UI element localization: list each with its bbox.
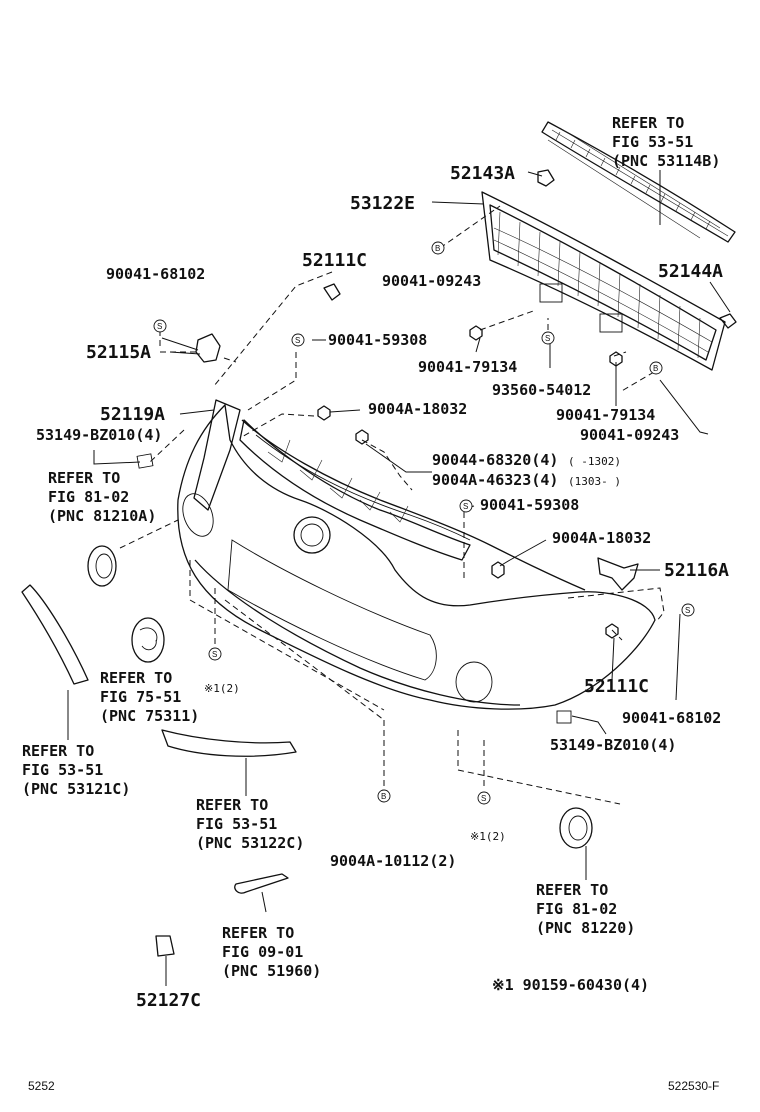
note-1-2-a: ※1(2) (204, 682, 240, 695)
label-9004a-46323: 9004A-46323(4) (432, 471, 558, 489)
label-90041-59308-b: 90041-59308 (480, 496, 579, 514)
label-90044-68320: 90044-68320(4) (432, 451, 558, 469)
label-53122e: 53122E (350, 193, 415, 214)
label-90041-79134-a: 90041-79134 (418, 358, 517, 376)
fog-lamp-right (559, 807, 593, 849)
bracket-52116a (597, 557, 639, 591)
label-52143a: 52143A (450, 163, 515, 184)
label-53149-bz010-a: 53149-BZ010(4) (36, 426, 162, 444)
svg-text:S: S (481, 794, 486, 803)
label-52115a: 52115A (86, 342, 151, 363)
refer-fog-right-1: REFER TO (536, 881, 608, 899)
label-90041-09243-b: 90041-09243 (580, 426, 679, 444)
bracket-52119a (193, 399, 241, 511)
note-1-2-b: ※1(2) (470, 830, 506, 843)
label-90041-79134-b: 90041-79134 (556, 406, 655, 424)
label-9004a-18032-a: 9004A-18032 (368, 400, 467, 418)
label-52116a: 52116A (664, 560, 729, 581)
bracket-52115a (195, 333, 221, 363)
lower-grille (481, 191, 737, 371)
svg-text:S: S (212, 650, 217, 659)
svg-text:S: S (463, 502, 468, 511)
refer-emblem-3: (PNC 75311) (100, 707, 199, 725)
callout-s-93560: S (541, 331, 555, 345)
strip-center (161, 729, 297, 757)
label-52127c: 52127C (136, 990, 201, 1011)
upper-insert (239, 419, 471, 561)
label-52111c-a: 52111C (302, 250, 367, 271)
svg-text:S: S (157, 322, 162, 331)
emblem (131, 617, 165, 663)
refer-strip-mid-1: REFER TO (196, 796, 268, 814)
tow-hook (234, 873, 289, 894)
svg-text:S: S (545, 334, 550, 343)
refer-strip-left-3: (PNC 53121C) (22, 780, 130, 798)
refer-strip-left-1: REFER TO (22, 742, 94, 760)
callout-b-90041-09243-a: B (431, 241, 445, 255)
label-90041-09243-a: 90041-09243 (382, 272, 481, 290)
callout-s-90041-68102-a: S (153, 319, 167, 333)
refer-emblem-2: FIG 75-51 (100, 688, 181, 706)
svg-text:S: S (295, 336, 300, 345)
refer-strip-mid-2: FIG 53-51 (196, 815, 277, 833)
upper-grille (541, 121, 736, 243)
refer-fog-left-2: FIG 81-02 (48, 488, 129, 506)
label-90041-59308-a: 90041-59308 (328, 331, 427, 349)
fog-lamp-left (87, 545, 117, 587)
svg-text:S: S (685, 606, 690, 615)
callout-b-9004a-10112: B (377, 789, 391, 803)
callout-s-90041-68102-b: S (681, 603, 695, 617)
label-52144a: 52144A (658, 261, 723, 282)
refer-strip-left-2: FIG 53-51 (22, 761, 103, 779)
label-90041-68102-a: 90041-68102 (106, 265, 205, 283)
svg-text:B: B (381, 792, 386, 801)
refer-strip-mid-3: (PNC 53122C) (196, 834, 304, 852)
refer-fog-right-3: (PNC 81220) (536, 919, 635, 937)
label-52111c-b: 52111C (584, 676, 649, 697)
callout-s-note-a: S (208, 647, 222, 661)
label-53149-bz010-b: 53149-BZ010(4) (550, 736, 676, 754)
svg-text:B: B (435, 244, 440, 253)
callout-s-90041-59308-a: S (291, 333, 305, 347)
refer-towhook-2: FIG 09-01 (222, 943, 303, 961)
footer-right: 522530-F (668, 1079, 719, 1093)
refer-towhook-3: (PNC 51960) (222, 962, 321, 980)
refer-towhook-1: REFER TO (222, 924, 294, 942)
label-9004a-18032-b: 9004A-18032 (552, 529, 651, 547)
refer-grille-top-2: FIG 53-51 (612, 133, 693, 151)
strip-left (21, 584, 89, 685)
svg-text:B: B (653, 364, 658, 373)
refer-grille-top-3: (PNC 53114B) (612, 152, 720, 170)
refer-grille-top-1: REFER TO (612, 114, 684, 132)
cap-52127c (155, 935, 175, 957)
note-9004a-46323: (1303- ) (568, 475, 621, 488)
refer-fog-left-3: (PNC 81210A) (48, 507, 156, 525)
callout-b-90041-09243-b: B (649, 361, 663, 375)
bumper-cover (177, 404, 656, 710)
footer-left: 5252 (28, 1079, 55, 1093)
note-90044-68320: ( -1302) (568, 455, 621, 468)
label-9004a-10112: 9004A-10112(2) (330, 852, 456, 870)
legend-note: ※1 90159-60430(4) (492, 976, 649, 994)
callout-s-90041-59308-b: S (459, 499, 473, 513)
label-93560-54012: 93560-54012 (492, 381, 591, 399)
label-90041-68102-b: 90041-68102 (622, 709, 721, 727)
refer-fog-right-2: FIG 81-02 (536, 900, 617, 918)
refer-emblem-1: REFER TO (100, 669, 172, 687)
label-52119a: 52119A (100, 404, 165, 425)
clip-52143a (537, 169, 555, 187)
refer-fog-left-1: REFER TO (48, 469, 120, 487)
callout-s-note-b: S (477, 791, 491, 805)
